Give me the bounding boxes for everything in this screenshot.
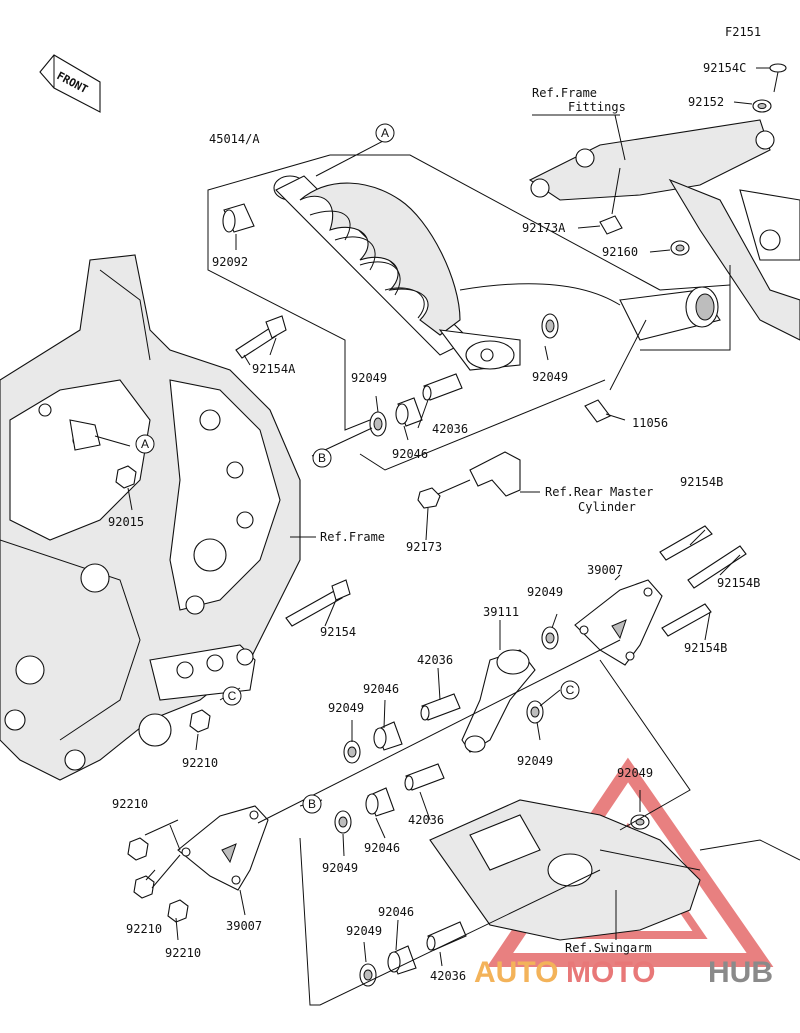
- ref-swingarm: Ref.Swingarm: [565, 941, 652, 955]
- part-39111: 39111: [483, 605, 519, 619]
- part-92049-g: 92049: [322, 861, 358, 875]
- sleeve-42036-lower-a: [404, 763, 445, 791]
- svg-text:HUB: HUB: [708, 956, 773, 989]
- ref-frame: Ref.Frame: [320, 530, 385, 544]
- part-92049-b: 92049: [532, 370, 568, 384]
- part-92154B-b: 92154B: [717, 576, 760, 590]
- part-45014A: 45014/A: [209, 132, 260, 146]
- sleeve-42036-mid: [420, 693, 461, 721]
- part-92049-c: 92049: [527, 585, 563, 599]
- front-arrow: FRONT: [39, 54, 101, 113]
- callout-A-frame: A: [135, 434, 155, 454]
- callout-C-frame: C: [222, 686, 242, 706]
- bearing-92046-lower-b: [387, 945, 417, 975]
- bolt-92154: [285, 579, 351, 627]
- collar-92160: [670, 240, 690, 256]
- part-92210-d: 92210: [165, 946, 201, 960]
- clip-11056: [584, 399, 611, 423]
- sleeve-42036-lower-b: [426, 921, 467, 951]
- svg-text:A: A: [381, 126, 389, 140]
- part-42036-c: 42036: [408, 813, 444, 827]
- bolt-92154C: [769, 63, 787, 93]
- part-92160: 92160: [602, 245, 638, 259]
- bearing-92046-mid: [373, 721, 403, 751]
- plate-39007-upper: [574, 579, 663, 666]
- svg-text:B: B: [308, 797, 316, 811]
- svg-text:B: B: [318, 451, 326, 465]
- part-92092: 92092: [212, 255, 248, 269]
- part-92049-h: 92049: [346, 924, 382, 938]
- bolts-92154B: [659, 525, 747, 637]
- nut-92015: [115, 465, 137, 489]
- part-92173A: 92173A: [522, 221, 566, 235]
- part-92210-b: 92210: [112, 797, 148, 811]
- ref-frame-fittings-line1: Ref.Frame: [532, 86, 597, 100]
- part-42036-d: 42036: [430, 969, 466, 983]
- svg-text:C: C: [228, 689, 237, 703]
- bolt-92173: [417, 479, 471, 509]
- seal-92049-lower-b: [359, 963, 377, 987]
- plate-39007-lower: [177, 805, 269, 891]
- bearing-92046-lower-a: [365, 787, 395, 817]
- nuts-92210-lower: [127, 837, 189, 923]
- part-42036-b: 42036: [417, 653, 453, 667]
- callout-A-top: A: [375, 123, 395, 143]
- swingarm-drawing: [429, 799, 800, 941]
- part-92049-e: 92049: [517, 754, 553, 768]
- callout-B-shock: B: [312, 448, 332, 468]
- part-92154B-c: 92154B: [684, 641, 727, 655]
- part-92154B-a: 92154B: [680, 475, 723, 489]
- nut-92210-frame: [189, 709, 211, 733]
- bearing-92046-upper: [395, 397, 423, 427]
- seal-92049-lower-a: [334, 810, 352, 834]
- svg-text:AUTO: AUTO: [474, 956, 558, 989]
- ref-frame-fittings-line2: Fittings: [568, 100, 626, 114]
- part-92154C: 92154C: [703, 61, 746, 75]
- part-92046-d: 92046: [378, 905, 414, 919]
- part-39007-b: 39007: [226, 919, 262, 933]
- seal-92049-swingarm: [630, 814, 650, 830]
- seal-92049-mid: [541, 626, 559, 650]
- svg-text:C: C: [566, 683, 575, 697]
- svg-text:A: A: [141, 437, 149, 451]
- ref-rear-master-line2: Cylinder: [578, 500, 636, 514]
- part-92210-a: 92210: [182, 756, 218, 770]
- bolt-92154A: [235, 315, 287, 359]
- bushing-92092: [222, 203, 255, 233]
- part-92154: 92154: [320, 625, 356, 639]
- part-92046-a: 92046: [392, 447, 428, 461]
- seal-92049-mid-left: [343, 740, 361, 764]
- svg-text:MOTO: MOTO: [566, 956, 655, 989]
- part-92046-c: 92046: [364, 841, 400, 855]
- part-92210-c: 92210: [126, 922, 162, 936]
- seal-92049-link-right: [526, 700, 544, 724]
- watermark-text: AUTO MOTO HUB: [474, 956, 773, 989]
- part-92152: 92152: [688, 95, 724, 109]
- clip-92173A: [599, 215, 623, 235]
- frame-fittings-drawing: [528, 119, 800, 341]
- figure-code: F2151: [725, 25, 761, 39]
- part-92154A: 92154A: [252, 362, 296, 376]
- part-11056: 11056: [632, 416, 668, 430]
- rear-master-cylinder-bracket: [469, 451, 521, 497]
- part-39007-a: 39007: [587, 563, 623, 577]
- ref-rear-master-line1: Ref.Rear Master: [545, 485, 653, 499]
- seal-92049-upper-left: [369, 411, 387, 437]
- part-92049-d: 92049: [328, 701, 364, 715]
- seal-92049-upper-right: [541, 313, 559, 339]
- sleeve-42036-upper: [422, 373, 463, 401]
- frame-drawing: [0, 254, 301, 781]
- part-92049-f: 92049: [617, 766, 653, 780]
- callout-B-lower: B: [302, 794, 322, 814]
- callout-C-link: C: [560, 680, 580, 700]
- part-92173: 92173: [406, 540, 442, 554]
- washer-92152: [752, 99, 772, 113]
- part-92015: 92015: [108, 515, 144, 529]
- shock-absorber: [273, 175, 721, 371]
- part-92049-a: 92049: [351, 371, 387, 385]
- part-42036-a: 42036: [432, 422, 468, 436]
- part-92046-b: 92046: [363, 682, 399, 696]
